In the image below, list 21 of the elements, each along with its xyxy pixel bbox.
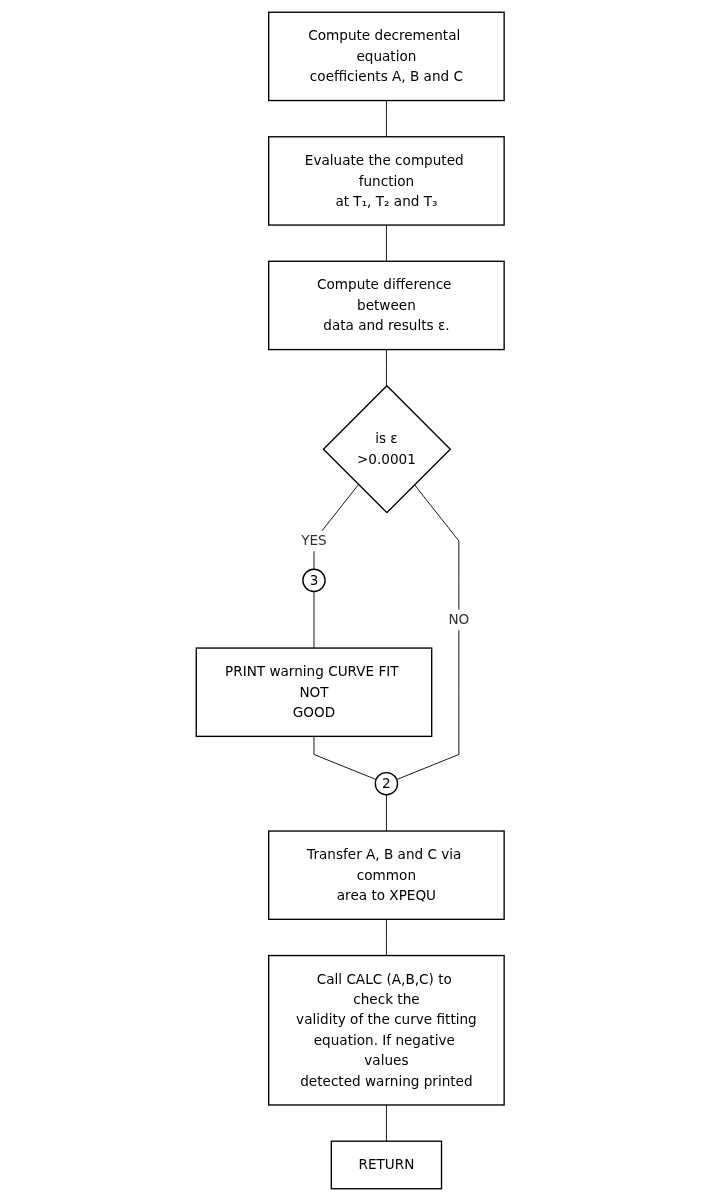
connector [386,224,388,262]
connector [396,484,460,780]
connector [313,735,377,780]
connector [313,591,315,649]
node-box: Transfer A, B and C via common area to XPEQU [268,830,506,920]
connector [386,349,388,387]
edge-label: NO [448,611,470,628]
connector [386,918,388,956]
node-circle: 2 [374,771,399,796]
node-box: RETURN [330,1140,443,1190]
node-box: Compute difference between data and results ε. [268,260,506,351]
node-box: Evaluate the computed function at T₁, T₂ and T₃ [268,136,506,226]
connector [386,1104,388,1142]
node-diamond: is ε >0.0001 [322,384,452,514]
node-box: PRINT warning CURVE FIT NOT GOOD [195,647,433,738]
connector [386,100,388,138]
node-circle: 3 [302,568,327,593]
node-box: Compute decremental equation coefficients A, B and C [268,11,506,102]
connector [386,794,388,832]
node-box: Call CALC (A,B,C) to check the validity of the curve fitting equation. If negative values detected warning printed [268,954,506,1106]
edge-label: YES [301,532,328,549]
